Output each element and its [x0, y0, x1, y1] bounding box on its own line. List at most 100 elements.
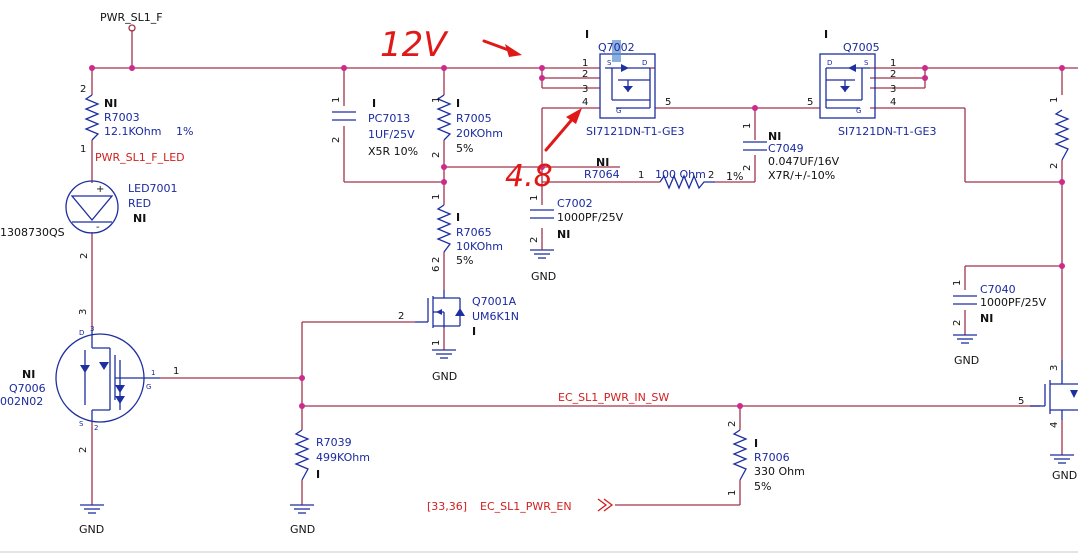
- diode-arrow-icon: [623, 86, 633, 92]
- ground-gnd-5: GND: [953, 334, 979, 367]
- handwritten-text: 12V: [380, 25, 449, 65]
- junction-dot: [922, 65, 928, 71]
- pin-number: 3: [890, 84, 896, 95]
- install-flag: I: [472, 325, 476, 338]
- mosfet-q7005: D S G 1 2 3 4 5 I Q7005 SI7121DN-T1-GE3: [807, 28, 936, 138]
- net-label-pwr-en: EC_SL1_PWR_EN: [480, 500, 572, 513]
- pin-number: 1: [742, 123, 753, 129]
- highlight-marker: [612, 40, 621, 62]
- capacitor-pc7013: 1 2 I PC7013 1UF/25V X5R 10%: [331, 97, 418, 158]
- install-flag: I: [372, 97, 376, 110]
- pin-letter: D: [79, 329, 84, 337]
- diode-arrow-icon: [455, 308, 465, 316]
- ref-designator: R7006: [754, 451, 790, 464]
- handwritten-4-8: 4.8: [505, 108, 582, 194]
- pin-number: 1: [331, 97, 342, 103]
- ground-gnd-1: GND: [79, 504, 104, 536]
- pin-number: 2: [890, 69, 896, 80]
- part-number: SI7121DN-T1-GE3: [838, 125, 936, 138]
- resistor-icon: [1054, 109, 1070, 161]
- component-value: 330 Ohm: [754, 465, 805, 478]
- wires: [91, 30, 1078, 506]
- diode-arrow-icon: [115, 396, 125, 404]
- pin-number: 2: [582, 69, 588, 80]
- gnd-label: GND: [531, 270, 556, 283]
- part-number: 1308730QS: [0, 226, 65, 239]
- part-number: UM6K1N: [472, 310, 519, 323]
- resistor-icon: [659, 174, 715, 190]
- diode-arrow-icon: [840, 86, 850, 92]
- junction-dot: [1059, 65, 1065, 71]
- pin-letter: G: [856, 107, 861, 115]
- resistor-r7006: 2 1 I R7006 330 Ohm 5%: [727, 421, 805, 496]
- pin-number: 5: [665, 97, 671, 108]
- pin-number: 1: [529, 195, 540, 201]
- ref-designator: R7003: [104, 111, 140, 124]
- offpage-port-pwr-en: [33,36] EC_SL1_PWR_EN: [427, 498, 614, 513]
- pin-number: 1: [431, 97, 442, 103]
- install-flag: I: [316, 468, 320, 481]
- tolerance: 5%: [456, 254, 473, 267]
- pin-number: 2: [727, 421, 738, 427]
- resistor-icon: [84, 94, 100, 141]
- component-value: 10KOhm: [456, 240, 503, 253]
- pin-number: 1: [80, 144, 86, 155]
- pin-letter: G: [146, 383, 151, 391]
- mosfet-arrow-icon: [436, 309, 442, 315]
- junction-dot: [89, 65, 95, 71]
- junction-dot: [129, 65, 135, 71]
- junction-dot: [539, 65, 545, 71]
- ref-designator: R7005: [456, 112, 492, 125]
- pin-number: 2: [431, 257, 442, 263]
- gnd-label: GND: [1052, 469, 1077, 482]
- ref-designator: Q7006: [9, 382, 46, 395]
- ref-designator: Q7005: [843, 41, 880, 54]
- mosfet-box-icon: [819, 53, 876, 119]
- junction-dot: [539, 164, 545, 170]
- handwritten-text: 4.8: [505, 159, 553, 194]
- junction-dot: [539, 75, 545, 81]
- ref-designator: R7064: [584, 168, 620, 181]
- ref-designator: Q7002: [598, 41, 635, 54]
- junction-dot: [441, 164, 447, 170]
- resistor-r7039: R7039 499KOhm I: [294, 429, 370, 481]
- pin-letter: D: [827, 59, 832, 67]
- component-value: 1UF/25V: [368, 128, 415, 141]
- ground-gnd-4: GND: [530, 240, 556, 283]
- dielectric: X5R 10%: [368, 145, 418, 158]
- resistor-icon: [436, 204, 452, 253]
- pin-number: 1: [431, 340, 442, 346]
- component-value: 12.1KOhm: [104, 125, 161, 138]
- diode-arrow-icon: [848, 64, 856, 72]
- ref-designator: C7040: [980, 283, 1016, 296]
- net-port-pwr-sl1-f: PWR_SL1_F: [100, 11, 163, 32]
- ni-flag: NI: [133, 212, 146, 225]
- pin-letter: S: [864, 59, 869, 67]
- ground-gnd-3: GND: [432, 349, 457, 383]
- junction-dot: [441, 179, 447, 185]
- junction-dot: [1059, 179, 1065, 185]
- pin-number: 2: [742, 165, 753, 171]
- resistor-right-partial: 1 2: [1049, 97, 1070, 169]
- pin-number: 2: [94, 424, 98, 432]
- net-label: PWR_SL1_F: [100, 11, 163, 24]
- pin-letter: S: [79, 420, 84, 428]
- junction-dot: [922, 75, 928, 81]
- install-flag: I: [456, 211, 460, 224]
- pin-number: 1: [727, 490, 738, 496]
- resistor-icon: [294, 429, 310, 481]
- pin-number: 1: [173, 366, 179, 377]
- pin-letter: D: [642, 59, 647, 67]
- plus-sign: +: [96, 184, 104, 195]
- pin-number: 2: [952, 320, 963, 326]
- pin-letter: S: [607, 59, 612, 67]
- install-flag: I: [824, 28, 828, 41]
- resistor-r7064: NI R7064 1 100 Ohm 2 1%: [542, 156, 743, 190]
- diode-triangle-icon: [70, 195, 114, 222]
- pin-number: 3: [582, 84, 588, 95]
- pin-number: 2: [331, 137, 342, 143]
- pin-number: 2: [80, 84, 86, 95]
- component-value: RED: [128, 197, 151, 210]
- junction-dot: [737, 403, 743, 409]
- resistor-r7065: 1 2 I R7065 10KOhm 5%: [431, 194, 503, 267]
